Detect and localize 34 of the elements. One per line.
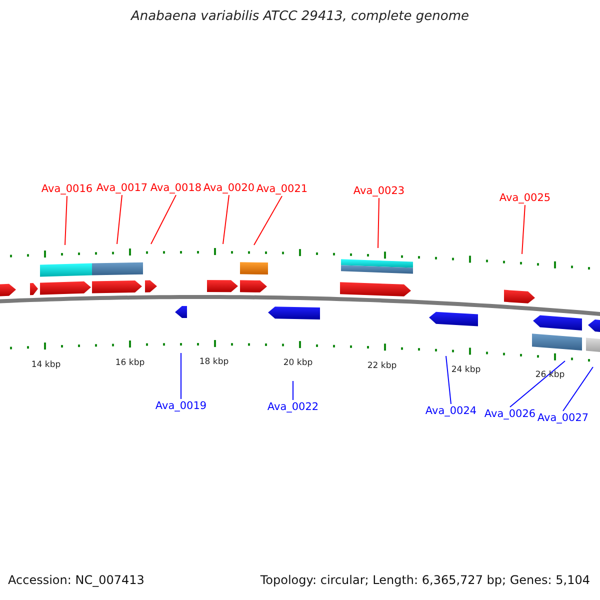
leader-line bbox=[292, 380, 294, 400]
gene-label: Ava_0023 bbox=[353, 185, 405, 198]
gene-label: Ava_0027 bbox=[537, 412, 589, 424]
leader-line bbox=[378, 198, 380, 248]
leader-line bbox=[562, 366, 594, 412]
leader-line bbox=[116, 194, 122, 244]
gene-label: Ava_0016 bbox=[41, 183, 93, 196]
gene-label: Ava_0024 bbox=[425, 405, 477, 418]
leader-line bbox=[222, 194, 230, 244]
title: Anabaena variabilis ATCC 29413, complete genome bbox=[131, 10, 469, 25]
gene-label: Ava_0025 bbox=[499, 192, 551, 204]
leader-line bbox=[446, 356, 452, 404]
footer-text: Accession: NC_007413 bbox=[8, 574, 144, 588]
gene-label: Ava_0022 bbox=[267, 401, 319, 414]
leader-line bbox=[510, 360, 566, 408]
leader-line bbox=[522, 204, 526, 254]
scale-label: 24 kbp bbox=[451, 366, 481, 376]
scale-label: 14 kbp bbox=[31, 360, 61, 370]
scale-label: 18 kbp bbox=[199, 358, 229, 368]
leader-line bbox=[150, 194, 176, 244]
gene-label: Ava_0018 bbox=[150, 182, 202, 194]
gene-label: Ava_0021 bbox=[256, 183, 308, 196]
leader-line bbox=[64, 196, 68, 246]
scale-label: 26 kbp bbox=[535, 370, 565, 381]
scale-label: 22 kbp bbox=[367, 362, 397, 372]
leader-line bbox=[254, 196, 282, 246]
gene-label: Ava_0020 bbox=[203, 182, 255, 194]
gene-label: Ava_0017 bbox=[96, 182, 148, 194]
leader-line bbox=[180, 352, 182, 400]
scale-label: 16 kbp bbox=[115, 358, 145, 368]
gene-label: Ava_0019 bbox=[155, 400, 207, 412]
footer-text: Topology: circular; Length: 6,365,727 bp; Genes: 5,104 bbox=[260, 574, 590, 588]
scale-label: 20 kbp bbox=[283, 359, 313, 369]
gene-label: Ava_0026 bbox=[484, 408, 536, 420]
